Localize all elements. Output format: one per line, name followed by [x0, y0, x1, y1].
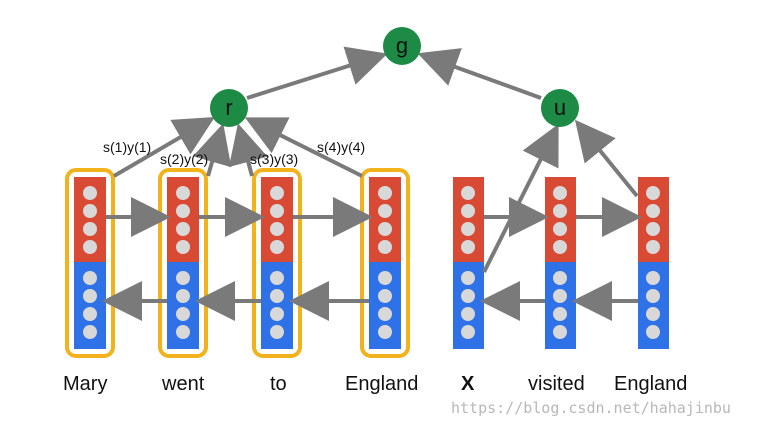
embedding-dot — [270, 289, 284, 303]
embedding-dot — [378, 271, 392, 285]
highlight-box-mary — [65, 168, 115, 358]
token-column-england-right — [638, 177, 669, 349]
embedding-dot — [461, 289, 475, 303]
embedding-dot — [176, 307, 190, 321]
embedding-dot — [646, 204, 660, 218]
embedding-dot — [646, 240, 660, 254]
token-column-mary — [74, 177, 106, 349]
embedding-dot — [83, 240, 97, 254]
embedding-dot — [646, 289, 660, 303]
embedding-dot — [270, 307, 284, 321]
word-label-england-right: England — [614, 373, 687, 395]
edge-label-england: s(4)y(4) — [317, 139, 365, 155]
embedding-dot — [378, 186, 392, 200]
embedding-dot — [378, 289, 392, 303]
token-to-r-arrow — [228, 123, 268, 177]
node-g-label: g — [396, 33, 408, 58]
embedding-dot — [553, 186, 567, 200]
node-r — [210, 89, 248, 127]
token-to-r-arrow — [244, 117, 363, 178]
node-g — [383, 27, 421, 65]
node-u — [541, 89, 579, 127]
embedding-dot — [176, 240, 190, 254]
embedding-dot — [553, 204, 567, 218]
embedding-dot — [270, 240, 284, 254]
embedding-dot — [176, 325, 190, 339]
word-label-x: X — [461, 373, 475, 395]
embedding-dot — [461, 222, 475, 236]
embedding-dot — [646, 271, 660, 285]
embedding-dot — [270, 186, 284, 200]
embedding-dot — [176, 186, 190, 200]
embedding-dot — [553, 307, 567, 321]
r-to-g-arrow — [246, 46, 388, 100]
highlight-box-england-left — [360, 168, 410, 358]
embedding-dot — [646, 307, 660, 321]
embedding-dot — [83, 222, 97, 236]
token-column-x — [453, 177, 484, 349]
token-column-to — [261, 177, 293, 349]
embedding-dot — [378, 204, 392, 218]
embedding-dot — [646, 325, 660, 339]
embedding-dot — [553, 222, 567, 236]
word-label-mary: Mary — [63, 373, 107, 395]
token-to-u-arrow — [574, 119, 639, 198]
word-label-visited: visited — [528, 373, 585, 395]
node-u-label: u — [554, 95, 566, 120]
embedding-dot — [83, 289, 97, 303]
token-column-went — [167, 177, 199, 349]
edge-label-went: s(2)y(2) — [160, 151, 208, 167]
embedding-dot — [378, 307, 392, 321]
embedding-dot — [176, 204, 190, 218]
embedding-dot — [270, 271, 284, 285]
embedding-dot — [83, 204, 97, 218]
token-column-england-left — [369, 177, 401, 349]
embedding-dot — [461, 186, 475, 200]
embedding-dot — [378, 240, 392, 254]
token-to-r-arrow — [112, 116, 215, 178]
embedding-dot — [646, 186, 660, 200]
embedding-dot — [270, 325, 284, 339]
token-to-r-arrow — [192, 123, 232, 177]
embedding-dot — [83, 271, 97, 285]
embedding-dot — [270, 222, 284, 236]
word-label-went: went — [161, 373, 205, 395]
highlight-box-to — [252, 168, 302, 358]
embedding-dot — [378, 222, 392, 236]
embedding-dot — [553, 240, 567, 254]
token-to-u-arrow — [482, 123, 559, 273]
embedding-dot — [83, 186, 97, 200]
u-to-g-arrow — [417, 48, 542, 100]
embedding-dot — [461, 240, 475, 254]
embedding-dot — [176, 289, 190, 303]
edge-label-to: s(3)y(3) — [250, 151, 298, 167]
embedding-dot — [176, 271, 190, 285]
embedding-dot — [176, 222, 190, 236]
embedding-dot — [270, 204, 284, 218]
embedding-dot — [461, 325, 475, 339]
word-label-england-left: England — [345, 373, 418, 395]
word-label-to: to — [270, 373, 287, 395]
embedding-dot — [553, 325, 567, 339]
highlight-box-went — [158, 168, 208, 358]
embedding-dot — [553, 289, 567, 303]
embedding-dot — [378, 325, 392, 339]
embedding-dot — [83, 307, 97, 321]
watermark-text: https://blog.csdn.net/hahajinbu — [451, 399, 731, 417]
edge-label-mary: s(1)y(1) — [103, 139, 151, 155]
embedding-dot — [646, 222, 660, 236]
embedding-dot — [461, 271, 475, 285]
embedding-dot — [83, 325, 97, 339]
token-column-visited — [545, 177, 576, 349]
node-r-label: r — [225, 95, 232, 120]
embedding-dot — [553, 271, 567, 285]
embedding-dot — [461, 307, 475, 321]
embedding-dot — [461, 204, 475, 218]
